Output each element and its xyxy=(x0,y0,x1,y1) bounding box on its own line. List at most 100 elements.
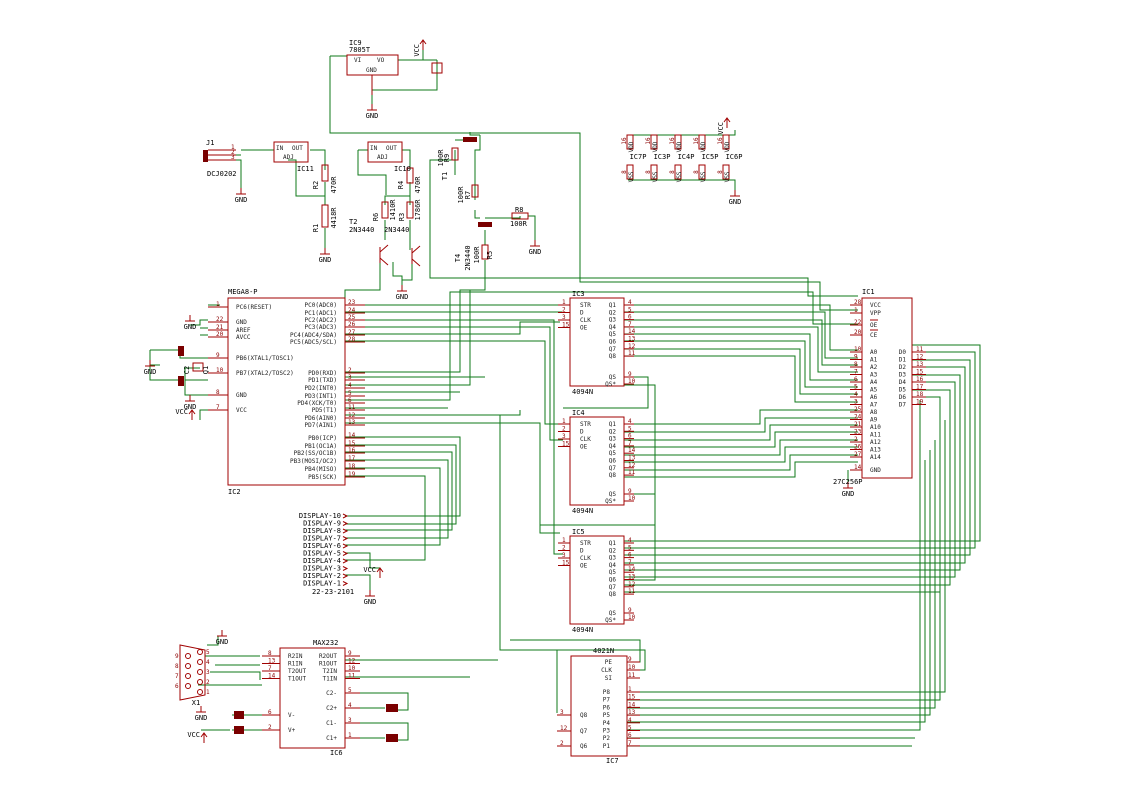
ic7-label-1: P8 xyxy=(603,689,611,696)
ic2-label-18: PB4(MISO) xyxy=(304,466,337,473)
ic10-body xyxy=(367,141,403,163)
display-pin-1: DISPLAY-1 xyxy=(303,580,341,588)
ic1-pin-num-26: 26 xyxy=(854,444,862,451)
r8-body xyxy=(511,212,529,220)
ic2-pin-num-5: 5 xyxy=(348,390,352,397)
ic2-body xyxy=(227,297,346,486)
display-arrow-1 xyxy=(342,581,349,586)
sr-IC5-pin-num-3: 3 xyxy=(562,552,566,559)
ic2-q1: Q1 xyxy=(202,366,210,374)
ic2-pin-num-12: 12 xyxy=(348,412,356,419)
display-arrow-10 xyxy=(342,513,349,519)
ic2-label-8: GND xyxy=(236,392,247,399)
max232-pin-num-8: 8 xyxy=(268,650,272,657)
r6-name: R6 xyxy=(372,213,380,221)
ic2-pin-num-17: 17 xyxy=(348,455,356,462)
ic11-body xyxy=(273,141,309,163)
sr-IC5-label-14: Q5 xyxy=(609,569,617,576)
max232-cap-num-5: 5 xyxy=(348,687,352,694)
ic1-label-9: A1 xyxy=(870,357,878,364)
ic1-pin-num-25: 25 xyxy=(854,406,862,413)
t3-collector xyxy=(411,245,421,254)
gnd-label-j1: GND xyxy=(235,196,248,204)
t3-emitter xyxy=(411,258,421,267)
ic2-label-19: PB5(SCK) xyxy=(308,474,337,481)
ic2-label-14: PB0(ICP) xyxy=(308,435,337,442)
ic2-pin-num-8: 8 xyxy=(216,389,220,396)
sr-IC5-pin-num-15: 15 xyxy=(562,560,570,567)
display-name: 22-23-2101 xyxy=(312,588,354,596)
ic2-pin-num-21: 21 xyxy=(216,324,224,331)
x1-pin-num-6: 6 xyxy=(175,683,179,690)
ic2-cap-a xyxy=(178,346,184,356)
sr-IC5-label-2: D xyxy=(580,548,584,555)
ic1-pin-num-11: 11 xyxy=(916,346,924,353)
ic2-label-4: PD2(INT0) xyxy=(304,385,337,392)
x1-pin-num-1: 1 xyxy=(206,689,210,696)
ic2-name: IC2 xyxy=(228,488,241,496)
x1-pin-7 xyxy=(185,673,191,679)
max232-cap-label-1: C1+ xyxy=(326,735,337,742)
ic7-pin-num-15: 15 xyxy=(628,694,636,701)
j1-name: J1 xyxy=(206,139,214,147)
display-pin-2: DISPLAY-2 xyxy=(303,572,341,580)
vcc-label-ic9: VCC xyxy=(413,44,421,57)
ic7-value: 4021N xyxy=(593,647,614,655)
power-header-pin16-IC5P: 16 xyxy=(693,137,700,145)
ic2-pin-num-25: 25 xyxy=(348,314,356,321)
sr-IC4-label-7: Q4 xyxy=(609,443,617,450)
sr-IC3-pin-num-15: 15 xyxy=(562,322,570,329)
gnd-label-r1: GND xyxy=(319,256,332,264)
ic2-pin-num-13: 13 xyxy=(348,419,356,426)
ic7-label-11: SI xyxy=(605,675,613,682)
gnd-label-max232: GND xyxy=(195,714,208,722)
r2-body xyxy=(321,164,329,182)
ic1-label-28: VCC xyxy=(870,302,881,309)
sr-IC3-pin-num-12: 12 xyxy=(628,343,636,350)
ic2-label-25: PC2(ADC2) xyxy=(304,317,337,324)
power-header-vdd-IC7P: VDD xyxy=(628,141,635,152)
ic1-pin-num-16: 16 xyxy=(916,376,924,383)
max232-pin-num-13: 13 xyxy=(268,658,276,665)
ic9-gnd: GND xyxy=(366,67,377,74)
ic7-label-9: PE xyxy=(605,659,613,666)
gnd-label-t3: GND xyxy=(396,293,409,301)
max232-vminus: V- xyxy=(288,712,295,719)
sr-IC4-pin-num-3: 3 xyxy=(562,433,566,440)
gnd-label-ic2-b: GND xyxy=(184,403,197,411)
ic1-label-27: A14 xyxy=(870,454,881,461)
ic2-label-23: PC0(ADC0) xyxy=(304,302,337,309)
ic1-label-19: D7 xyxy=(899,402,907,409)
vcc-arrow-ic9 xyxy=(419,39,427,45)
gnd-label-display: GND xyxy=(364,598,377,606)
r9-value: 100R xyxy=(437,149,445,167)
sr-IC3-label-12: Q7 xyxy=(609,346,617,353)
ic2-cap-b xyxy=(178,376,184,386)
ic1-pin-num-7: 7 xyxy=(854,369,858,376)
ic1-pin-num-13: 13 xyxy=(916,361,924,368)
r1-value: 4418R xyxy=(330,207,338,229)
vcc-arrow-max232 xyxy=(200,732,208,738)
ic7-pin-num-9: 9 xyxy=(628,656,632,663)
sr-value-IC5: 4094N xyxy=(572,626,593,634)
x1-pin-num-2: 2 xyxy=(206,679,210,686)
sr-IC5-pin-num-2: 2 xyxy=(562,545,566,552)
r3-body xyxy=(406,201,414,219)
x1-pin-8 xyxy=(185,663,191,669)
max232-pin-num-10: 10 xyxy=(348,665,356,672)
vcc-arrow-display xyxy=(376,567,384,573)
x1-pin-num-9: 9 xyxy=(175,653,179,660)
r7-value: 100R xyxy=(457,186,465,204)
r5-body xyxy=(481,244,489,260)
t2-collector xyxy=(379,244,389,253)
sr-IC3-pin-num-4: 4 xyxy=(628,299,632,306)
max232-label-9: R2OUT xyxy=(319,653,337,660)
ic2-pin-num-27: 27 xyxy=(348,329,356,336)
ic7-pin-num-3: 3 xyxy=(560,709,564,716)
gnd-label-ic1: GND xyxy=(842,490,855,498)
ic7-name: IC7 xyxy=(606,757,619,765)
vcc-arrow-headers xyxy=(723,117,731,123)
sr-IC4-serial-num-9: 9 xyxy=(628,488,632,495)
r1-body xyxy=(321,204,329,228)
